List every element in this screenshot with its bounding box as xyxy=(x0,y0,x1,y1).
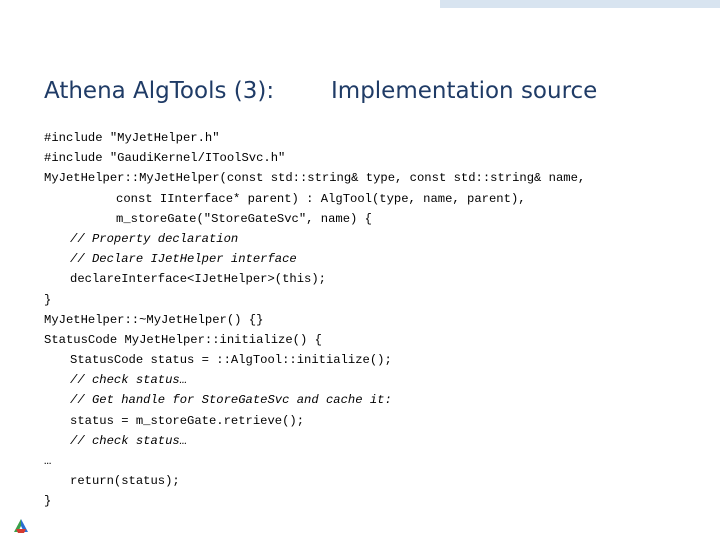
code-line: declareInterface<IJetHelper>(this); xyxy=(70,272,326,287)
code-comment: // Declare IJetHelper interface xyxy=(70,252,297,267)
code-line: #include "GaudiKernel/IToolSvc.h" xyxy=(44,151,286,166)
code-line: MyJetHelper::~MyJetHelper() {} xyxy=(44,312,264,327)
slide-title: Athena AlgTools (3): xyxy=(44,78,275,104)
code-comment: // check status… xyxy=(70,373,188,388)
code-block: #include "MyJetHelper.h" #include "Gaudi… xyxy=(44,128,704,512)
code-line: MyJetHelper::MyJetHelper(const std::stri… xyxy=(44,171,586,186)
code-comment: // Get handle for StoreGateSvc and cache… xyxy=(70,393,392,408)
code-line: #include "MyJetHelper.h" xyxy=(44,131,220,145)
code-line: const IInterface* parent) : AlgTool(type… xyxy=(116,191,526,206)
header-band xyxy=(440,0,720,8)
code-line: StatusCode MyJetHelper::initialize() { xyxy=(44,332,322,347)
code-line: } xyxy=(44,292,52,307)
code-line: } xyxy=(44,494,52,509)
code-line: StatusCode status = ::AlgTool::initializ… xyxy=(70,353,392,368)
code-comment: // check status… xyxy=(70,433,188,448)
slide-subtitle: Implementation source xyxy=(331,78,598,104)
code-line: return(status); xyxy=(70,474,180,489)
code-comment: // Property declaration xyxy=(70,231,239,246)
atlas-logo-icon xyxy=(14,519,28,533)
code-ellipsis: … xyxy=(44,454,52,468)
code-line: m_storeGate("StoreGateSvc", name) { xyxy=(116,211,372,226)
code-line: status = m_storeGate.retrieve(); xyxy=(70,413,305,428)
